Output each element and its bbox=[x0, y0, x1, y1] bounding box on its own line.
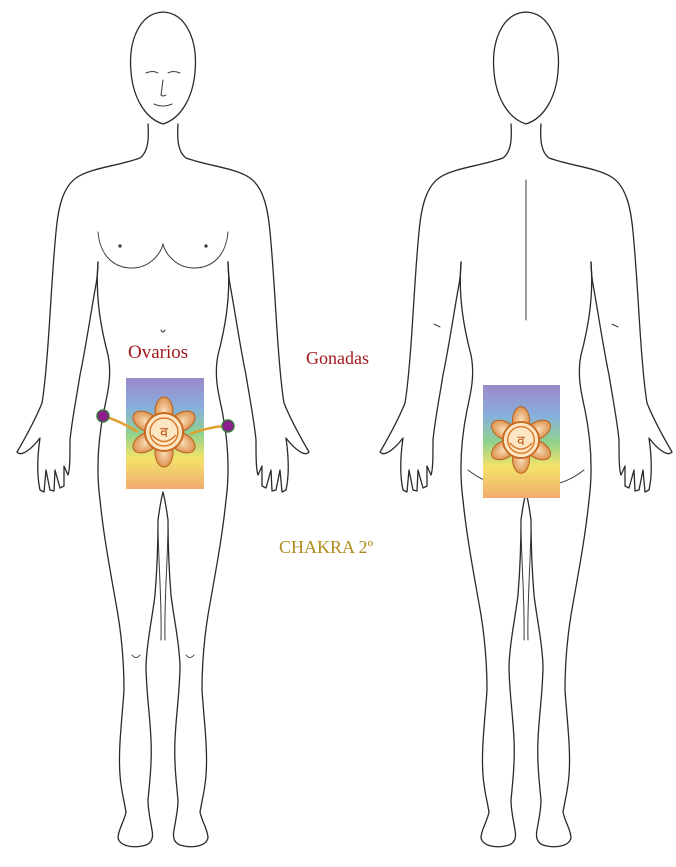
ovarios-label: Ovarios bbox=[128, 342, 188, 364]
front-chakra-panel bbox=[97, 378, 234, 489]
gonadas-label: Gonadas bbox=[306, 348, 369, 369]
back-chakra-panel bbox=[483, 385, 560, 498]
ovary-right-icon bbox=[222, 420, 234, 432]
ovary-left-icon bbox=[97, 410, 109, 422]
chakra-title-label: CHAKRA 2º bbox=[279, 537, 373, 558]
